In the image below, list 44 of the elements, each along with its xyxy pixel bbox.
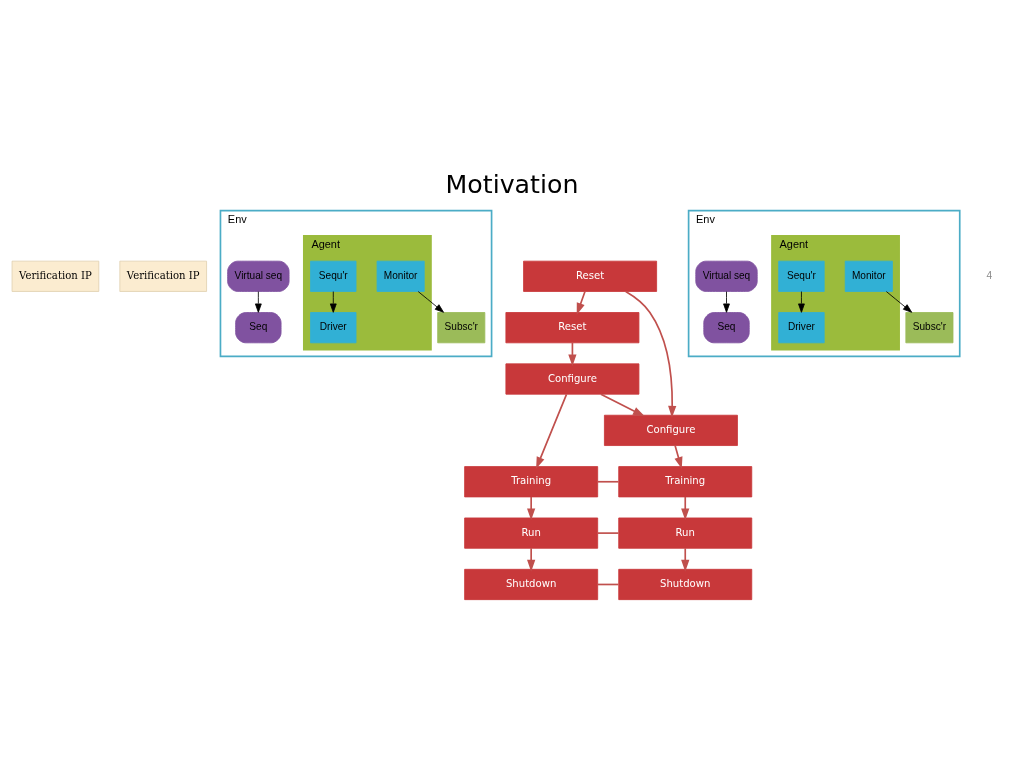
arrow [624,290,677,418]
arrow [674,444,683,469]
node-box: Virtual seq [695,260,758,292]
arrow [329,290,337,313]
node-box: Virtual seq [227,260,290,292]
node-box: Driver [310,311,357,343]
arrow [600,392,645,416]
arrow [681,547,690,572]
node-box: Run [464,517,599,549]
node-box: Configure [505,362,640,395]
label: 4 [986,269,993,281]
node-box: Training [464,465,599,497]
diagram-title: Motivation [445,169,579,199]
arrow [798,290,805,313]
node-box: Seq [235,311,282,343]
arrow [885,290,913,313]
arrow [527,547,536,572]
connector [597,583,620,585]
arrow [527,495,536,520]
node-box: Verification IP [119,260,207,292]
node-box: Shutdown [464,568,599,600]
arrow [255,290,262,313]
arrow [417,290,444,313]
arrow [723,290,730,313]
arrow [536,393,568,469]
node-box: Run [618,517,753,549]
connector [597,480,620,483]
arrow [681,495,690,520]
node-box: Subsc'r [905,311,954,343]
node-box: Monitor [844,260,893,292]
node-box: Reset [505,311,640,343]
node-box: Sequ'r [310,260,357,292]
node-box: Driver [778,311,825,343]
node-box: Seq [703,311,750,343]
node-box: Verification IP [11,260,100,292]
node-box: Sequ'r [778,260,825,292]
connector [597,531,620,534]
node-box: Configure [604,414,738,446]
node-box: Monitor [376,260,425,292]
node-box: Subsc'r [437,311,486,343]
node-box: Reset [523,260,658,292]
node-box: Training [618,465,753,497]
arrow [576,290,586,315]
node-box: Shutdown [618,568,753,600]
